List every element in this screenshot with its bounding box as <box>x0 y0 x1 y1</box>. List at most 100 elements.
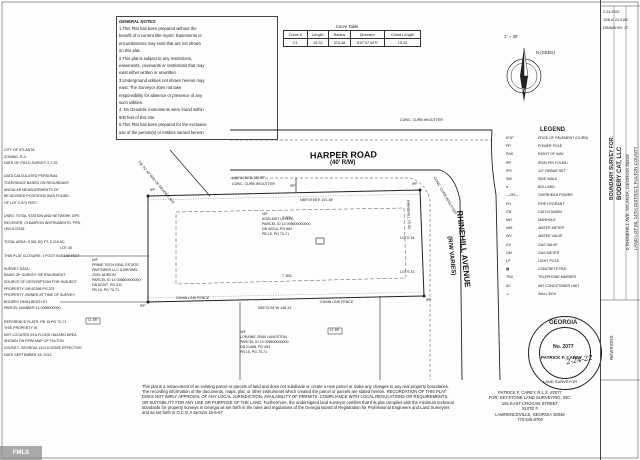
parcel-line: PRIME TECH REAL ESTATE <box>92 263 139 267</box>
legend-label: GAS VALVE <box>538 242 558 247</box>
legend-item: PP POWER POLE <box>504 144 622 151</box>
surveyor-line: PATRICK F. CAREY, R.L.S. #2077 <box>498 390 562 395</box>
legend-label: WATER VALVE <box>538 234 563 239</box>
legend-symbol: PP <box>506 144 511 149</box>
bearing-bottom: S89°21'54"W 148.14' <box>258 306 292 310</box>
title-job: JOB #: 22-0182 <box>603 18 629 22</box>
legend-symbol: WV <box>506 234 512 239</box>
left-note-line: DATE SEPTEMBER 18, 2013 <box>4 352 52 357</box>
left-note-line: COUNTY, GEORGIA 13121C0254F EFFECTIVE <box>4 346 82 350</box>
legend-label: CATCH BASIN <box>538 209 562 214</box>
surveyor-line: SUITE F <box>521 406 539 412</box>
surveyor-line: 770.545.8700 <box>517 417 543 423</box>
parcel-line: LORAINE JEAN LANGSTON <box>240 335 287 339</box>
legend-label: LIGHT POLE <box>538 259 560 263</box>
left-note-line: OF LOT 0.070 FEET. <box>4 200 38 205</box>
left-note-line: LEICA GS18 <box>4 227 25 232</box>
legend-label: AIR CONDITIONER UNIT <box>538 283 580 288</box>
general-note-line: 4. No Geodetic monuments were found with… <box>119 107 204 113</box>
general-note-line: 500 feet of this site. <box>119 114 156 120</box>
legend-item: ●BOLLARD <box>504 185 622 192</box>
parcel-line: KOBI MDT LIN LLC <box>262 217 294 221</box>
general-note-line: use of the person(s) or entities named h… <box>119 129 205 135</box>
general-note-line: on this plat. <box>119 48 141 54</box>
bottom-certification-note: This plat is a retracement of an existin… <box>142 384 454 416</box>
legend-label: FIRE HYDRANT <box>538 201 565 206</box>
title-revisions: REVISIONS <box>609 335 614 360</box>
general-note-line: benefit of a current title report. Easem… <box>119 33 202 39</box>
left-note-line: TOTAL AREA: 9,381 SQ FT, 0.215 AC <box>4 240 65 245</box>
left-note-line: ANGULAR MEASUREMENTS OF <box>4 187 59 192</box>
dim-inner-2: 7' BSL <box>282 274 293 278</box>
legend-item: ▭WALL BOX <box>504 292 622 299</box>
surveyor-line: LAWRENCEVILLE, GEORGIA 30046 <box>495 411 565 417</box>
parcel-line: PB 15, PG 70-71 <box>92 288 120 292</box>
ll-label: LL 69 <box>88 318 97 322</box>
lot-label-right: LOTS 34 <box>400 236 415 240</box>
seal-name: PATRICK F. CAREY <box>541 355 583 360</box>
legend-symbol: AC <box>506 283 511 288</box>
north-arrow-icon: N <box>506 47 542 102</box>
fmls-watermark: FMLS <box>0 446 42 460</box>
seal-number: No. 2077 <box>553 344 574 350</box>
general-note-line: responsibility for absence or presence o… <box>119 92 203 98</box>
legend-label: RIGHT OF WAY <box>538 152 564 157</box>
general-note-line: 5.This Plat has been prepared for the ex… <box>119 122 207 128</box>
legend-symbol: ▭ <box>506 291 510 296</box>
legend-label: SIDE WALK <box>538 177 558 181</box>
curve-table-cell: 15.32 <box>306 38 330 47</box>
left-note-line: SOURCE OF DESCRIPTION FOR SUBJECT <box>4 280 77 284</box>
legend-label: TELEPHONE MARKER <box>538 275 577 280</box>
harper-road-rw-label: (40' R/W) <box>330 160 356 166</box>
legend-label: EDGE OF PAVEMENT (CURB) <box>538 136 588 140</box>
ipf-label-3: IPF <box>426 298 432 302</box>
parcel-line: DB 40214, PG 664 <box>262 227 293 231</box>
parcel-line: N/F <box>240 330 246 334</box>
legend-symbol: WM <box>506 226 513 231</box>
left-note-line: BODERY DEAN BENTLEY <box>4 299 48 304</box>
left-note-line: CITY OF ATLANTA <box>4 148 35 152</box>
lot-36-label: LOT 36 <box>60 246 72 250</box>
scale-label: 1" = 30' <box>504 34 519 39</box>
title-drawn: DRAWN BY: JT <box>603 26 629 30</box>
parcel-line: PB 15, PG 70-71 <box>240 350 268 354</box>
legend-label: POWER POLE <box>538 144 563 149</box>
lot-label-right-2: LOTS 33 <box>400 270 415 274</box>
legend-symbol: GM <box>506 250 512 255</box>
legend-symbol: —OH— <box>506 193 519 198</box>
left-note-line: SHOWN ON FIRM MAP OF FULTON <box>4 339 64 344</box>
surveyor-seal-inner <box>539 327 591 379</box>
seal-top: GEORGIA <box>549 320 578 326</box>
legend-label: CONCRETE PAD <box>538 267 567 272</box>
legend-item: —OH—OVERHEAD POWER <box>504 193 622 200</box>
legend-symbol: LP <box>506 259 511 263</box>
left-note-line: DATE OF FIELD SURVEY 2-7-22. <box>4 161 59 166</box>
left-note-line: PROPERTY: DB 62398 PG 321 <box>4 286 55 291</box>
ipf-label-5: IPF <box>290 184 296 188</box>
legend-symbol: IPS <box>506 168 512 173</box>
parcel-line: DB 21468, PG 453 <box>240 345 271 349</box>
general-note-line: such utilities. <box>119 100 143 105</box>
general-note-line: 2.This plat is subject to any restrictio… <box>119 55 193 61</box>
harper-road-label: HARPER ROAD <box>309 149 378 161</box>
legend-symbol: EOP <box>506 136 514 140</box>
legend-symbol: IPF <box>506 160 512 165</box>
svg-text:N: N <box>522 88 526 94</box>
left-note-line: REFERENCE PLATS: PB 15 PG 70-71 <box>4 319 67 324</box>
left-note-line: TOLERANCE BASED ON REDUNDANT <box>4 181 70 185</box>
title-line-3: 0 RHINEHILL AVE, ATLANTA, GEORGIA 30318 <box>625 154 630 250</box>
legend-label: BOLLARD <box>538 185 555 190</box>
left-note-line: DATA CALCULATED PERSONAL <box>4 174 58 179</box>
parcel-line: PB 15, PG 70-71 <box>262 232 290 236</box>
general-notes-box: GENERAL NOTES: 1.This Plat has been prep… <box>116 16 278 140</box>
left-note-line: RECEIVER; CHAMPION INSTRUMENTS, PRS, <box>4 220 82 225</box>
parcel-line: DB 62307, PG 311 <box>92 283 122 287</box>
general-note-line: exist either written or unwritten. <box>119 70 177 76</box>
legend-item: ▦CONCRETE PAD <box>504 267 622 274</box>
